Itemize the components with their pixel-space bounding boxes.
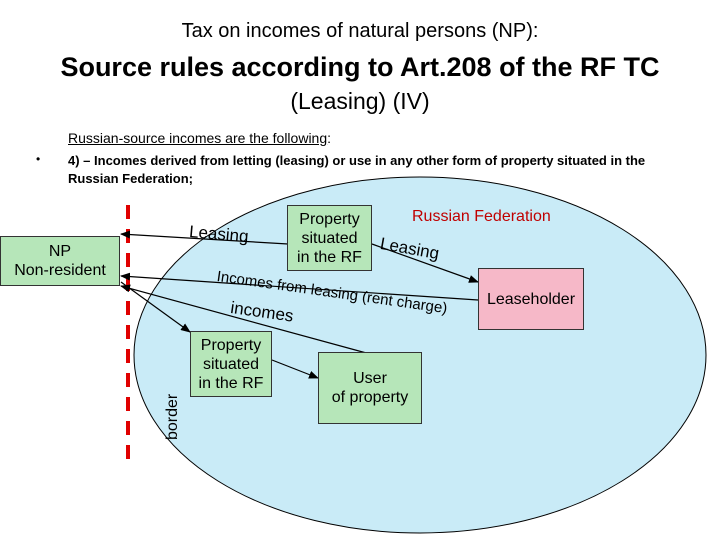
user-box-line1: User: [353, 370, 387, 387]
arrow-np-to-lower-property: [120, 281, 191, 333]
property-box-top: Property situated in the RF: [287, 205, 372, 271]
leaseholder-label: Leaseholder: [486, 290, 576, 308]
property-bottom-line3: in the RF: [198, 374, 264, 392]
property-top-line1: Property: [299, 210, 360, 228]
russian-federation-label: Russian Federation: [412, 208, 551, 225]
np-box-line2: Non-resident: [14, 262, 106, 279]
slide-title-line3: (Leasing) (IV): [290, 88, 430, 114]
property-bottom-line2: situated: [202, 355, 260, 373]
arrow-property-to-user: [271, 359, 319, 379]
arrow-property-to-np: [120, 230, 289, 245]
intro-colon: :: [327, 130, 332, 146]
user-box-line2: of property: [331, 389, 409, 406]
intro-text: Russian-source incomes are the following…: [68, 130, 331, 146]
slide-title-line1: Tax on incomes of natural persons (NP):: [181, 20, 539, 42]
border-label: border: [164, 393, 181, 440]
np-box-line1: NP: [48, 243, 72, 260]
property-top-line3: in the RF: [297, 248, 362, 266]
bullet-marker: •: [36, 152, 41, 166]
slide-title-line2: Source rules according to Art.208 of the…: [60, 52, 660, 82]
np-nonresident-box: NP Non-resident: [0, 236, 120, 286]
leaseholder-box: Leaseholder: [478, 268, 584, 330]
property-box-bottom: Property situated in the RF: [190, 331, 272, 397]
bullet-text: 4) – Incomes derived from letting (leasi…: [68, 153, 646, 186]
arrow-property-to-leaseholder: [371, 243, 479, 283]
arrow-user-to-np: [120, 284, 371, 355]
property-top-line2: situated: [301, 229, 358, 247]
property-bottom-line1: Property: [200, 336, 262, 354]
intro-underlined: Russian-source incomes are the following: [68, 130, 328, 146]
user-of-property-box: User of property: [318, 352, 422, 424]
arrow-leaseholder-to-np: [120, 272, 479, 301]
